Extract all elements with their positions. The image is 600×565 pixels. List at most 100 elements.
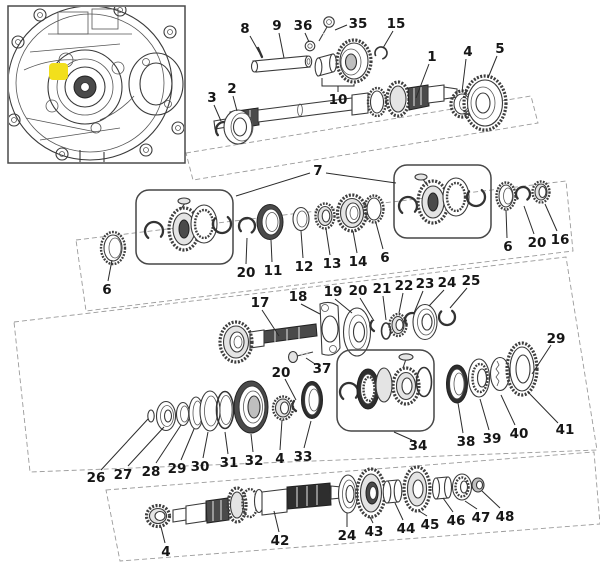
callout-number: 20 <box>349 283 368 299</box>
callout-44: 44 <box>394 502 415 537</box>
callout-20: 20 <box>349 283 375 322</box>
callout-48: 48 <box>481 490 514 525</box>
callout-30: 30 <box>191 431 210 475</box>
callout-21: 21 <box>373 281 391 321</box>
callout-number: 24 <box>438 275 457 291</box>
leader-line <box>418 510 428 517</box>
part-20-clip-c-art <box>369 319 376 333</box>
leader-line <box>279 419 283 451</box>
callout-18: 18 <box>289 289 321 315</box>
leader-line <box>531 344 552 375</box>
callout-number: 4 <box>463 44 472 60</box>
part-26-pin-art <box>147 409 155 423</box>
leader-line <box>464 500 478 510</box>
part-28-ring-art <box>175 401 191 427</box>
leader-line <box>270 239 273 263</box>
callout-35: 35 <box>334 16 367 32</box>
callout-number: 4 <box>275 451 284 467</box>
callout-6: 6 <box>375 222 390 266</box>
callout-24: 24 <box>428 275 457 307</box>
part-27-bearing-art <box>155 400 177 432</box>
row4-parts <box>147 349 435 434</box>
part-47-hub-art <box>451 473 473 501</box>
leader-line <box>245 237 248 265</box>
synchro-box-34 <box>336 349 435 432</box>
leader-line <box>305 357 316 365</box>
part-6-ring-left-art <box>99 230 127 266</box>
callout-39: 39 <box>479 398 501 447</box>
callout-number: 45 <box>421 517 440 533</box>
leader-line <box>487 55 498 79</box>
callout-number: 9 <box>272 18 281 34</box>
part-25-circlip-art <box>437 307 457 327</box>
part-12-ring-art <box>292 206 310 232</box>
part-33-ring-art <box>301 381 323 419</box>
callout-number: 17 <box>251 295 270 311</box>
callout-19: 19 <box>324 284 353 314</box>
leader-line <box>505 209 508 239</box>
leader-line <box>375 222 384 250</box>
callout-41: 41 <box>527 391 574 438</box>
callout-7: 7 <box>235 163 397 197</box>
callout-number: 42 <box>271 533 290 549</box>
callout-number: 24 <box>338 528 357 544</box>
callout-42: 42 <box>271 510 290 549</box>
leader-line <box>479 398 490 431</box>
synchro-box-1 <box>135 189 234 265</box>
leader-line <box>523 205 535 235</box>
callout-15: 15 <box>382 16 405 49</box>
callout-20: 20 <box>272 365 297 401</box>
leader-line <box>500 394 516 426</box>
leader-line <box>442 497 454 513</box>
part-30-washer-art <box>199 390 221 432</box>
leader-line <box>359 297 375 322</box>
leader-line <box>180 428 195 461</box>
callout-number: 22 <box>395 278 414 294</box>
part-40-synchro-ring-art <box>489 356 511 392</box>
leader-line <box>202 431 209 459</box>
highlighted-part <box>49 63 68 80</box>
part-5-gear-art <box>462 74 508 132</box>
leader-line <box>278 32 285 59</box>
callout-25: 25 <box>449 273 480 309</box>
callout-22: 22 <box>395 278 414 314</box>
callout-23: 23 <box>413 276 434 314</box>
leader-line <box>369 516 374 524</box>
part-41-gear-wheel-art <box>505 341 539 397</box>
leader-line <box>235 172 311 197</box>
leader-line <box>303 420 312 449</box>
callout-number: 46 <box>447 513 466 529</box>
leader-line <box>527 391 559 424</box>
callout-11: 11 <box>264 239 282 279</box>
part-10-bushing-gear-art <box>314 38 373 91</box>
callout-number: 37 <box>313 361 332 377</box>
callout-47: 47 <box>464 500 490 526</box>
leader-line <box>273 510 280 533</box>
callout-number: 2 <box>227 81 236 97</box>
leader-line <box>107 259 113 282</box>
leader-line <box>428 289 445 307</box>
callout-37: 37 <box>305 357 332 377</box>
callout-number: 32 <box>245 453 264 469</box>
callout-33: 33 <box>294 420 312 465</box>
part-24-bearing-art <box>412 303 438 341</box>
leader-line <box>160 526 166 544</box>
callout-number: 12 <box>295 259 314 275</box>
leader-line <box>334 24 348 31</box>
callout-4: 4 <box>275 419 285 467</box>
leader-line <box>261 309 280 337</box>
part-20-circlip-b-art <box>514 185 532 203</box>
callout-14: 14 <box>349 230 367 270</box>
part-9-rod-art <box>250 55 313 73</box>
part-43-gear-art <box>355 467 387 519</box>
part-18-retainer-plate-art <box>319 301 341 356</box>
leader-line <box>232 95 238 112</box>
part-1-input-shaft-art <box>213 80 458 130</box>
leader-line <box>398 292 404 314</box>
part-44-spacer-art <box>382 479 403 504</box>
part-42-output-shaft-art <box>172 482 342 525</box>
callout-4: 4 <box>160 526 171 560</box>
leader-line <box>325 228 331 256</box>
callout-number: 10 <box>329 92 348 108</box>
callout-number: 30 <box>191 459 210 475</box>
